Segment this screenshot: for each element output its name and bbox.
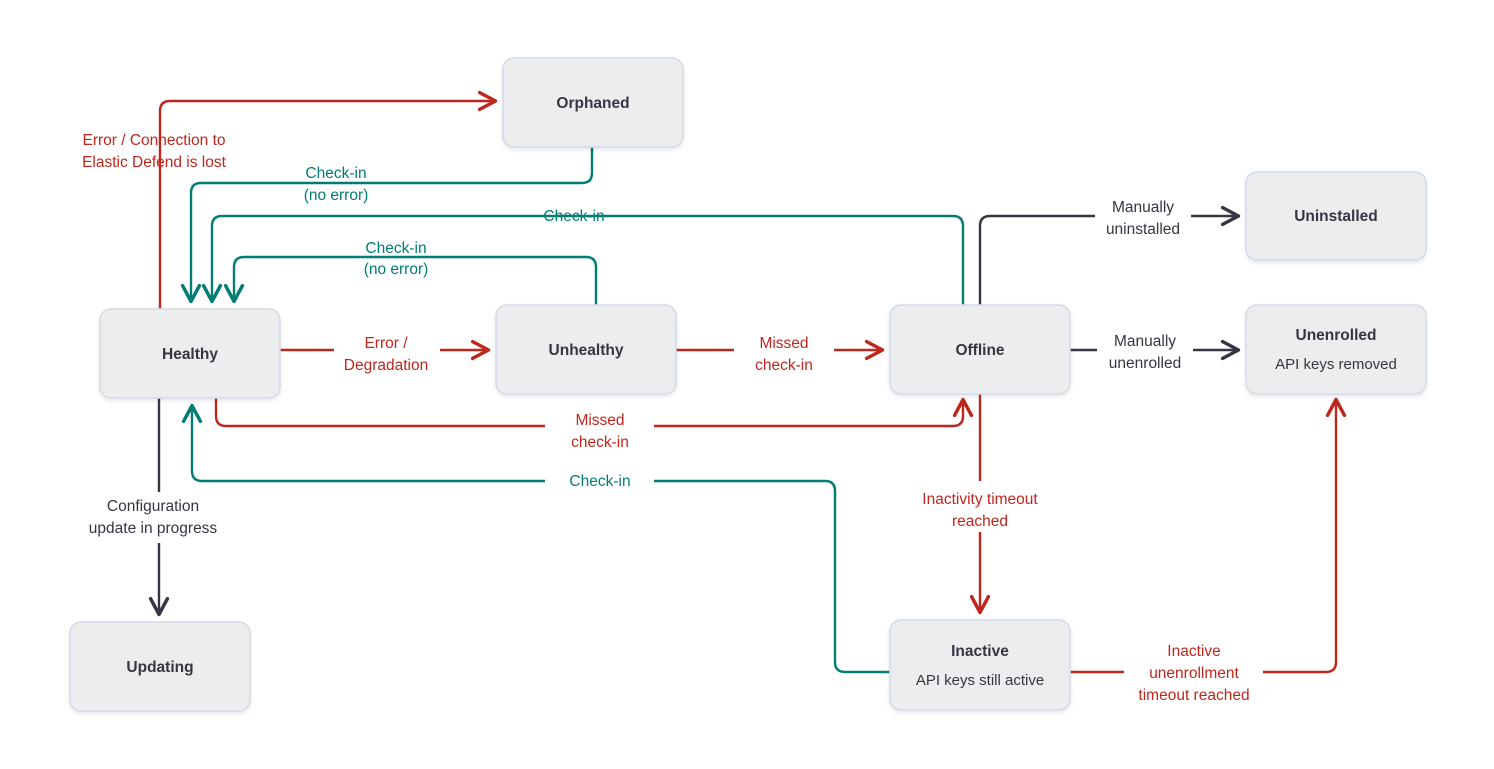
label-offline-to-healthy-line1: Check-in: [543, 208, 604, 225]
label-unhealthy-to-offline-line2: check-in: [755, 357, 813, 374]
node-unhealthy[interactable]: Unhealthy: [495, 304, 677, 395]
node-updating-title: Updating: [126, 659, 193, 676]
label-inactive-to-unenrolled-line1: Inactive: [1167, 643, 1220, 660]
label-orphaned-to-healthy: Check-in (no error): [304, 165, 369, 204]
node-healthy-rect[interactable]: [99, 308, 281, 399]
node-unhealthy-title: Unhealthy: [549, 342, 624, 359]
label-unhealthy-to-offline-line1: Missed: [759, 335, 808, 352]
label-offline-to-healthy: Check-in: [543, 208, 604, 225]
label-offline-to-inactive-line2: reached: [952, 513, 1008, 530]
label-orphaned-to-healthy-line2: (no error): [304, 187, 369, 204]
node-inactive[interactable]: Inactive API keys still active: [889, 619, 1071, 711]
edge-unhealthy-to-healthy: [223, 255, 598, 305]
edge-inactive-to-healthy: [181, 403, 890, 674]
label-unhealthy-to-healthy-line1: Check-in: [365, 240, 426, 257]
edge-orphaned-to-healthy: [180, 147, 594, 304]
label-healthy-to-updating-line1: Configuration: [107, 498, 199, 515]
label-inactive-to-unenrolled: Inactive unenrollment timeout reached: [1138, 643, 1249, 704]
label-offline-to-unenrolled: Manually unenrolled: [1109, 333, 1181, 372]
node-unenrolled[interactable]: Unenrolled API keys removed: [1245, 304, 1427, 395]
label-unhealthy-to-healthy-line2: (no error): [364, 261, 429, 278]
label-inactive-to-healthy: Check-in: [569, 473, 630, 490]
label-offline-to-inactive-line1: Inactivity timeout: [922, 491, 1038, 508]
node-orphaned[interactable]: Orphaned: [502, 57, 684, 148]
node-offline[interactable]: Offline: [889, 304, 1071, 395]
node-inactive-rect[interactable]: [889, 619, 1071, 711]
node-updating-rect[interactable]: [69, 621, 251, 712]
node-healthy-title: Healthy: [162, 346, 218, 363]
node-orphaned-title: Orphaned: [556, 95, 629, 112]
node-uninstalled-title: Uninstalled: [1294, 208, 1378, 225]
node-inactive-subtitle: API keys still active: [916, 672, 1044, 689]
node-updating[interactable]: Updating: [69, 621, 251, 712]
label-healthy-to-unhealthy-line1: Error /: [364, 335, 408, 352]
label-healthy-to-orphaned: Error / Connection to Elastic Defend is …: [82, 132, 227, 171]
node-unenrolled-subtitle: API keys removed: [1275, 356, 1397, 373]
node-unhealthy-rect[interactable]: [495, 304, 677, 395]
label-orphaned-to-healthy-line1: Check-in: [305, 165, 366, 182]
node-offline-title: Offline: [955, 342, 1004, 359]
edge-offline-to-uninstalled: [978, 205, 1241, 305]
label-unhealthy-to-offline: Missed check-in: [755, 335, 813, 374]
node-unenrolled-title: Unenrolled: [1296, 327, 1377, 344]
edge-healthy-to-orphaned: [158, 90, 498, 309]
edge-inactive-to-unenrolled: [1070, 397, 1347, 674]
node-healthy[interactable]: Healthy: [99, 308, 281, 399]
node-offline-rect[interactable]: [889, 304, 1071, 395]
label-healthy-to-updating-line2: update in progress: [89, 520, 218, 537]
label-healthy-to-offline-line1: Missed: [575, 412, 624, 429]
label-offline-to-uninstalled-line2: uninstalled: [1106, 221, 1180, 238]
label-offline-to-unenrolled-line1: Manually: [1114, 333, 1176, 350]
node-orphaned-rect[interactable]: [502, 57, 684, 148]
edge-offline-to-healthy: [201, 214, 965, 305]
label-offline-to-inactive: Inactivity timeout reached: [922, 491, 1038, 530]
label-offline-to-unenrolled-line2: unenrolled: [1109, 355, 1181, 372]
label-offline-to-uninstalled-line1: Manually: [1112, 199, 1174, 216]
label-healthy-to-orphaned-line2: Elastic Defend is lost: [82, 154, 227, 171]
node-unenrolled-rect[interactable]: [1245, 304, 1427, 395]
label-inactive-to-healthy-line1: Check-in: [569, 473, 630, 490]
label-unhealthy-to-healthy: Check-in (no error): [364, 240, 429, 278]
label-healthy-to-unhealthy: Error / Degradation: [344, 335, 428, 374]
label-healthy-to-offline: Missed check-in: [571, 412, 629, 451]
label-healthy-to-unhealthy-line2: Degradation: [344, 357, 428, 374]
label-healthy-to-offline-line2: check-in: [571, 434, 629, 451]
label-inactive-to-unenrolled-line2: unenrollment: [1149, 665, 1239, 682]
edge-healthy-to-offline: [214, 397, 974, 428]
label-inactive-to-unenrolled-line3: timeout reached: [1138, 687, 1249, 704]
label-offline-to-uninstalled: Manually uninstalled: [1106, 199, 1180, 238]
label-healthy-to-updating: Configuration update in progress: [89, 498, 218, 537]
node-inactive-title: Inactive: [951, 643, 1009, 660]
node-uninstalled-rect[interactable]: [1245, 171, 1427, 261]
node-uninstalled[interactable]: Uninstalled: [1245, 171, 1427, 261]
label-healthy-to-orphaned-line1: Error / Connection to: [82, 132, 225, 149]
